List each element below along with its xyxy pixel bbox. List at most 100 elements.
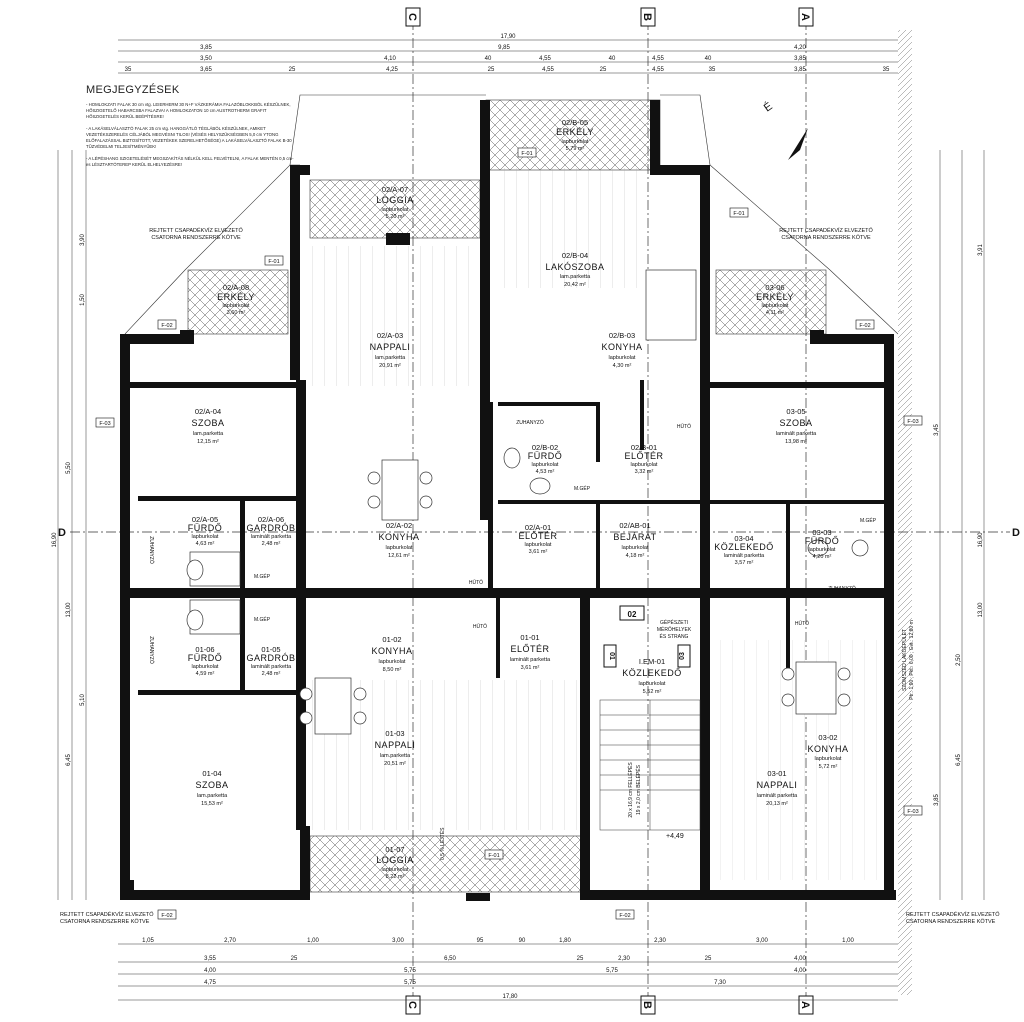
svg-text:01-02: 01-02 bbox=[382, 635, 401, 644]
room-label: 02/B-05 ERKÉLY lapburkolat 5,79 m² bbox=[556, 118, 593, 152]
svg-text:lapburkolat: lapburkolat bbox=[631, 462, 658, 468]
dim-text: 1,05 bbox=[142, 938, 154, 944]
room-label: 02/A-04 SZOBA lam.parketta 12,15 m² bbox=[191, 407, 224, 445]
dim-text: 3,90 bbox=[80, 234, 86, 246]
dim-text: 6,45 bbox=[956, 754, 962, 766]
svg-text:lapburkolat: lapburkolat bbox=[809, 547, 836, 553]
room-label: 01-07 LOGGIA lapburkolat 8,22 m² bbox=[376, 845, 413, 880]
tag: F-01 bbox=[484, 849, 504, 860]
gutter-label: CSATORNA RENDSZERRE KÖTVE bbox=[60, 918, 150, 925]
dim-text: 4,55 bbox=[652, 67, 664, 73]
north-arrow-icon: É bbox=[761, 100, 808, 160]
dim-text: 35 bbox=[125, 67, 132, 73]
svg-text:4,30 m²: 4,30 m² bbox=[613, 363, 632, 369]
room-label: 02/B-02 FÜRDŐ lapburkolat 4,53 m² bbox=[528, 443, 562, 475]
svg-text:LAKÓSZOBA: LAKÓSZOBA bbox=[545, 262, 604, 272]
svg-text:ELŐTÉR: ELŐTÉR bbox=[518, 531, 557, 541]
dim-text: 40 bbox=[609, 56, 616, 62]
bottom-dimensions bbox=[118, 943, 898, 1001]
svg-text:15,53 m²: 15,53 m² bbox=[201, 801, 223, 807]
svg-text:12,61 m²: 12,61 m² bbox=[388, 553, 410, 559]
svg-text:2,48 m²: 2,48 m² bbox=[262, 541, 281, 547]
dim-text: 25 bbox=[289, 67, 296, 73]
gutter-label: REJTETT CSAPADÉKVÍZ ELVEZETŐ bbox=[60, 911, 154, 918]
svg-text:laminált parketta: laminált parketta bbox=[724, 553, 765, 559]
svg-text:02/A-02: 02/A-02 bbox=[386, 521, 412, 530]
apartment-markers: 02 01 03 bbox=[603, 605, 691, 668]
svg-text:03-03: 03-03 bbox=[812, 528, 831, 537]
dim-text: 4,55 bbox=[542, 67, 554, 73]
dim-text: 3,65 bbox=[200, 67, 212, 73]
svg-text:ELŐTÉR: ELŐTÉR bbox=[624, 451, 663, 461]
svg-text:ERKÉLY: ERKÉLY bbox=[756, 292, 794, 302]
shower-label: ZUHANYZÓ bbox=[828, 585, 856, 592]
svg-text:02/B-04: 02/B-04 bbox=[562, 251, 588, 260]
shower-label: ZUHANYZÓ bbox=[148, 536, 155, 564]
dim-text: 4,10 bbox=[384, 56, 396, 62]
dim-text: 5,75 bbox=[404, 980, 416, 986]
svg-text:lapburkolat: lapburkolat bbox=[192, 534, 219, 540]
tag: F-03 bbox=[95, 417, 115, 428]
svg-text:02/A-01: 02/A-01 bbox=[525, 523, 551, 532]
svg-text:KÖZLEKEDŐ: KÖZLEKEDŐ bbox=[714, 542, 774, 552]
dim-text: 1,50 bbox=[80, 294, 86, 306]
svg-text:20,51 m²: 20,51 m² bbox=[384, 761, 406, 767]
dim-text: 4,00 bbox=[794, 956, 806, 962]
dim-text: 5,50 bbox=[66, 462, 72, 474]
tag: F-02 bbox=[615, 909, 635, 920]
svg-text:F-02: F-02 bbox=[619, 913, 630, 919]
window-tags: F-01 F-02 F-03 F-01 F-02 F-03 F-01 F-02 … bbox=[95, 147, 923, 920]
tag: F-01 bbox=[729, 207, 749, 218]
neighbour-wall bbox=[898, 30, 912, 995]
dim-text: 25 bbox=[705, 956, 712, 962]
slope-note: 0,5 % LEJTÉS bbox=[439, 827, 446, 860]
svg-text:03-02: 03-02 bbox=[818, 733, 837, 742]
svg-text:2,48 m²: 2,48 m² bbox=[262, 671, 281, 677]
washer-label: M.GÉP bbox=[860, 517, 877, 524]
shaft-note-line: ÉS STRANG bbox=[660, 633, 689, 640]
dim-text: 13,00 bbox=[66, 602, 72, 618]
dim-text: 1,00 bbox=[842, 938, 854, 944]
svg-text:lapburkolat: lapburkolat bbox=[382, 207, 409, 213]
svg-text:lam.parketta: lam.parketta bbox=[560, 274, 591, 280]
svg-text:laminált parketta: laminált parketta bbox=[251, 664, 292, 670]
svg-text:ERKÉLY: ERKÉLY bbox=[217, 292, 255, 302]
dim-text: 16,90 bbox=[978, 532, 984, 548]
room-label: 01-01 ELŐTÉR laminált parketta 3,61 m² bbox=[510, 633, 551, 671]
svg-text:NAPPALI: NAPPALI bbox=[757, 780, 798, 790]
tag: F-01 bbox=[517, 147, 537, 158]
dim-text: 6,45 bbox=[66, 754, 72, 766]
svg-text:13,98 m²: 13,98 m² bbox=[785, 439, 807, 445]
svg-text:3,60 m²: 3,60 m² bbox=[227, 310, 246, 316]
notes-title: MEGJEGYZÉSEK bbox=[86, 84, 180, 96]
top-dimension-texts: 17,90 3,85 9,85 4,20 3,50 4,10 40 4,55 4… bbox=[125, 34, 890, 73]
axis-label-a: A bbox=[799, 13, 811, 21]
room-label: 03-03 FÜRDŐ lapburkolat 4,20 m² bbox=[805, 528, 839, 560]
tag: F-03 bbox=[903, 805, 923, 816]
svg-text:F-02: F-02 bbox=[161, 913, 172, 919]
svg-text:SZOBA: SZOBA bbox=[191, 418, 224, 428]
room-label: 02/A-08 ERKÉLY lapburkolat 3,60 m² bbox=[217, 283, 255, 316]
svg-text:lapburkolat: lapburkolat bbox=[379, 659, 406, 665]
apt-marker-01: 01 bbox=[608, 652, 615, 660]
svg-text:lapburkolat: lapburkolat bbox=[525, 542, 552, 548]
svg-text:laminált parketta: laminált parketta bbox=[251, 534, 292, 540]
dim-text: 95 bbox=[477, 938, 484, 944]
tag: F-03 bbox=[903, 415, 923, 426]
dim-text: 4,25 bbox=[386, 67, 398, 73]
room-label: I.EM-01 KÖZLEKEDŐ lapburkolat 5,52 m² bbox=[622, 657, 681, 695]
note-item: - A LÉPÉSHANG SZIGETELÉSÉT MEGSZAKÍTÁS N… bbox=[86, 156, 294, 167]
dim-text: 1,80 bbox=[559, 938, 571, 944]
svg-text:02/A-08: 02/A-08 bbox=[223, 283, 249, 292]
svg-text:5,52 m²: 5,52 m² bbox=[643, 689, 662, 695]
room-label: 03-04 KÖZLEKEDŐ laminált parketta 3,57 m… bbox=[714, 534, 774, 566]
svg-text:02/A-07: 02/A-07 bbox=[382, 185, 408, 194]
room-label: 02/B-03 KONYHA lapburkolat 4,30 m² bbox=[601, 331, 642, 369]
svg-text:4,63 m²: 4,63 m² bbox=[196, 541, 215, 547]
svg-text:lam.parketta: lam.parketta bbox=[375, 355, 406, 361]
room-label: 02/A-01 ELŐTÉR lapburkolat 3,61 m² bbox=[518, 523, 557, 555]
svg-text:lapburkolat: lapburkolat bbox=[382, 867, 409, 873]
svg-text:SZOBA: SZOBA bbox=[195, 780, 228, 790]
room-label: 02/A-03 NAPPALI lam.parketta 20,91 m² bbox=[370, 331, 410, 369]
